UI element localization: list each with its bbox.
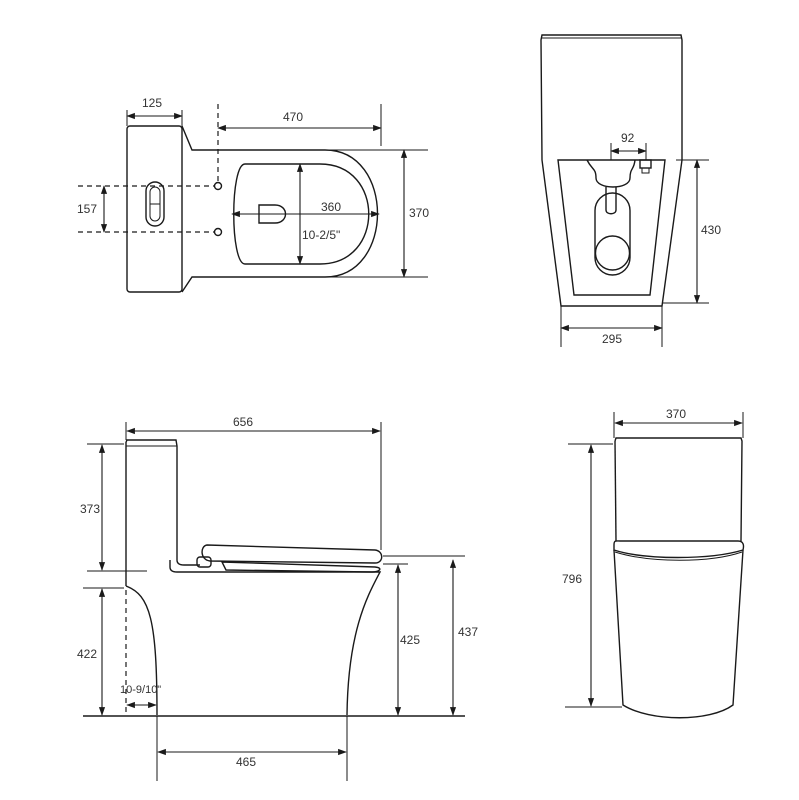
side-view	[83, 422, 465, 781]
tank-side-outline	[125, 439, 200, 566]
dim-label-tank-depth: 125	[142, 96, 163, 110]
inlet-valve-icon	[639, 159, 652, 169]
dim-label-total-height: 796	[562, 572, 583, 586]
dim-label-bowl-rim-height: 425	[400, 633, 421, 647]
rear-cavity	[557, 159, 666, 296]
bowl-back-outline	[125, 585, 158, 716]
top-view	[78, 104, 428, 293]
tank-outline	[126, 125, 183, 293]
flush-button-icon	[145, 181, 165, 227]
dim-label-tank-width: 370	[666, 407, 687, 421]
dim-label-base-height: 430	[701, 223, 722, 237]
seat-ring	[220, 561, 381, 573]
dim-label-base-width: 295	[602, 332, 623, 346]
bolt-hole-icon	[213, 181, 223, 191]
hinge-icon	[196, 556, 212, 568]
rear-outline	[540, 34, 683, 307]
front-view	[565, 412, 745, 719]
dim-label-seat-opening-width: 10-2/5"	[302, 228, 341, 242]
dim-label-seat-opening-length: 360	[321, 200, 342, 214]
tank-front-outline	[614, 437, 743, 542]
dim-label-footprint-length: 465	[236, 755, 257, 769]
dim-label-seat-height: 437	[458, 625, 479, 639]
dim-label-overall-length: 656	[233, 415, 254, 429]
outlet-pipe	[594, 192, 631, 276]
seat-opening	[233, 163, 370, 265]
dim-label-hole-spacing: 157	[77, 202, 98, 216]
lid-front	[613, 540, 745, 559]
bowl-front-outline	[613, 549, 744, 719]
bowl-outline	[181, 125, 379, 293]
dim-label-tank-height: 373	[80, 502, 101, 516]
dim-label-lower-height: 422	[77, 647, 98, 661]
outlet-funnel	[586, 159, 636, 188]
dim-label-bowl-length: 470	[283, 110, 304, 124]
bolt-hole-icon	[213, 227, 223, 237]
dim-label-rough-in: 10-9/10"	[120, 684, 162, 696]
bowl-front-outline	[169, 560, 382, 716]
rear-view	[540, 34, 709, 347]
dim-label-inlet-offset: 92	[621, 131, 635, 145]
seat-lid	[201, 544, 383, 564]
dim-label-overall-width: 370	[409, 206, 430, 220]
